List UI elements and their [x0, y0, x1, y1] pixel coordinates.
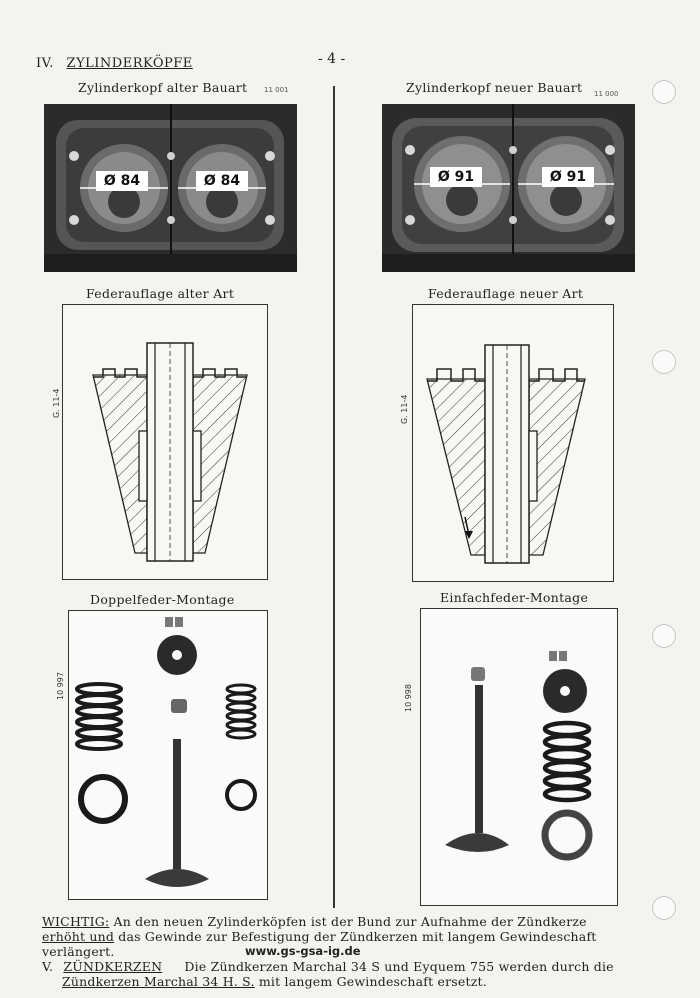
drawing-caption-new: Federauflage neuer Art [428, 286, 584, 301]
note-line: verlängert. [42, 944, 115, 959]
spring-seat-drawing-new [412, 304, 614, 582]
parts-code-double: 10 997 [56, 672, 65, 700]
spring-seat-drawing-old [62, 304, 268, 580]
note-underlined: erhöht und [42, 929, 115, 944]
page-number: - 4 - [318, 51, 346, 67]
drawing-caption-old: Federauflage alter Art [86, 286, 235, 301]
punch-hole [652, 350, 676, 374]
parts-code-single: 10 998 [404, 684, 413, 712]
section-title: ZYLINDERKÖPFE [66, 56, 193, 71]
photo-caption-new: Zylinderkopf neuer Bauart [406, 80, 583, 95]
section5-title: ZÜNDKERZEN [63, 959, 163, 974]
section5-text: mit langem Gewindeschaft ersetzt. [254, 974, 487, 989]
cylinder-head-photo-new: Ø 91 Ø 91 [382, 104, 635, 272]
section-number: IV. [36, 56, 54, 71]
column-divider [333, 86, 335, 908]
bore-diameter-label: Ø 91 [437, 169, 475, 185]
section-five: V. ZÜNDKERZEN Die Zündkerzen Marchal 34 … [42, 959, 662, 989]
cylinder-head-photo-old: Ø 84 Ø 84 [44, 104, 297, 272]
note-line: das Gewinde zur Befestigung der Zündkerz… [114, 929, 597, 944]
punch-hole [652, 896, 676, 920]
section5-number: V. [42, 959, 54, 974]
note-line: An den neuen Zylinderköpfen ist der Bund… [109, 914, 587, 929]
double-spring-parts-photo [68, 610, 268, 900]
note-label: WICHTIG: [42, 914, 110, 929]
bore-diameter-label: Ø 91 [549, 169, 587, 185]
photo-code-new: 11 000 [594, 90, 619, 98]
bore-diameter-label: Ø 84 [203, 173, 241, 189]
punch-hole [652, 624, 676, 648]
important-note: WICHTIG: An den neuen Zylinderköpfen ist… [42, 914, 662, 959]
photo-code-old: 11 001 [264, 86, 289, 94]
single-spring-parts-photo [420, 608, 618, 906]
bore-diameter-label: Ø 84 [103, 173, 141, 189]
section5-text: Die Zündkerzen Marchal 34 S und Eyquem 7… [184, 959, 614, 974]
parts-caption-single-spring: Einfachfeder-Montage [440, 590, 589, 605]
website-url: www.gs-gsa-ig.de [245, 944, 361, 958]
punch-hole [652, 80, 676, 104]
parts-caption-double-spring: Doppelfeder-Montage [90, 592, 235, 607]
drawing-code-new: G. 11-4 [400, 394, 409, 424]
section-heading: IV. ZYLINDERKÖPFE [36, 56, 193, 71]
photo-caption-old: Zylinderkopf alter Bauart [78, 80, 248, 95]
section5-underlined: Zündkerzen Marchal 34 H. S. [62, 974, 255, 989]
drawing-code-old: G. 11-4 [52, 388, 61, 418]
